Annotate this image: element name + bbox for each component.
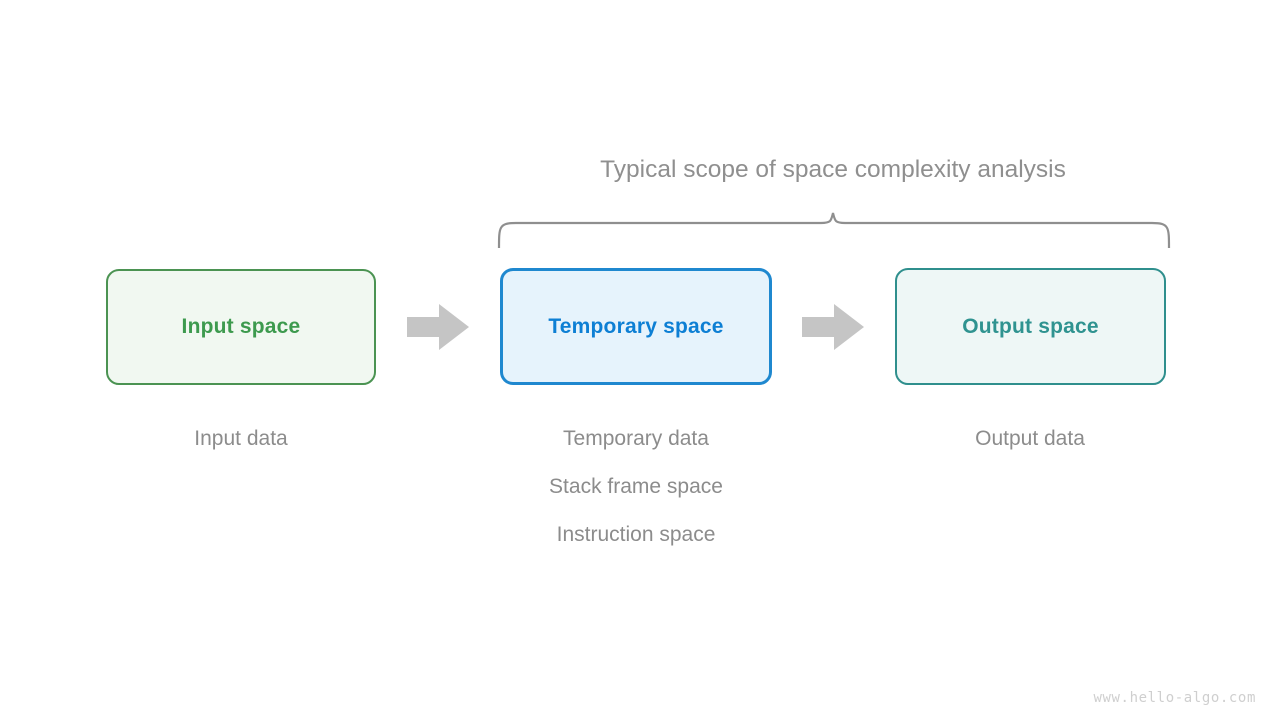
temporary-caption-line: Temporary data [563, 427, 709, 450]
scope-annotation-title: Typical scope of space complexity analys… [600, 156, 1066, 183]
arrow-right-icon [802, 304, 864, 350]
input-caption-line: Input data [194, 427, 288, 450]
temporary-space-label: Temporary space [548, 314, 724, 338]
output-caption-line: Output data [975, 427, 1085, 450]
arrow-right-icon [407, 304, 469, 350]
scope-brace-icon [497, 212, 1171, 248]
temporary-caption-line: Instruction space [556, 523, 716, 546]
output-space-box: Output space [895, 268, 1166, 385]
watermark: www.hello-algo.com [1093, 690, 1256, 706]
output-space-label: Output space [962, 314, 1099, 338]
input-space-label: Input space [181, 315, 301, 338]
temporary-caption-line: Stack frame space [549, 475, 723, 498]
temporary-space-box: Temporary space [500, 268, 772, 385]
input-space-box: Input space [106, 269, 376, 385]
